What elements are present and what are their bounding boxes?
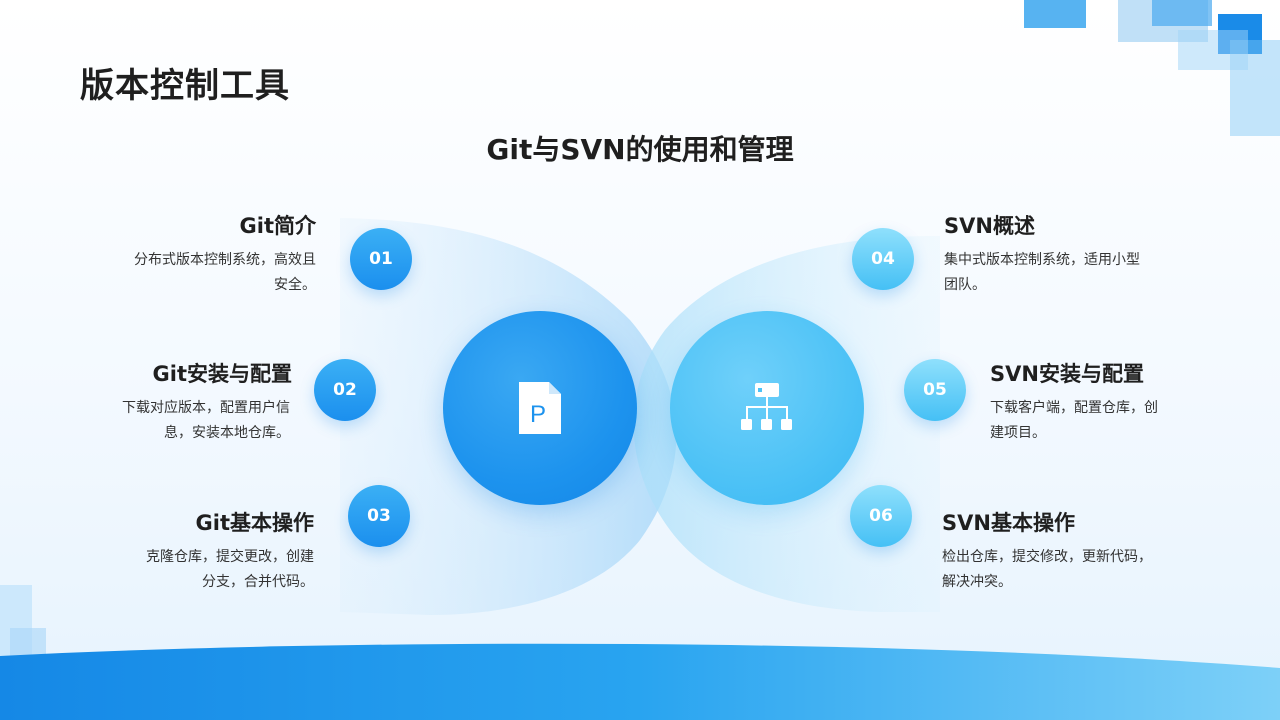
item-title: Git基本操作 — [195, 511, 314, 535]
page-title: 版本控制工具 — [80, 66, 290, 106]
step-number: 05 — [904, 359, 966, 421]
item-description: 下载客户端，配置仓库，创 建项目。 — [990, 400, 1158, 441]
svn-center-circle — [670, 311, 864, 505]
item-title: SVN安装与配置 — [990, 362, 1144, 386]
item-description: 集中式版本控制系统，适用小型 团队。 — [944, 252, 1140, 293]
document-p-icon: P — [519, 382, 561, 434]
step-number: 02 — [314, 359, 376, 421]
step-number: 03 — [348, 485, 410, 547]
item-description: 检出仓库，提交修改，更新代码， 解决冲突。 — [942, 549, 1152, 590]
step-number: 01 — [350, 228, 412, 290]
item-title: Git简介 — [239, 214, 316, 238]
item-title: Git安装与配置 — [152, 362, 292, 386]
item-title: SVN基本操作 — [942, 511, 1075, 535]
item-description: 克隆仓库，提交更改，创建 分支，合并代码。 — [146, 549, 314, 590]
item-description: 下载对应版本，配置用户信 息，安装本地仓库。 — [122, 400, 290, 441]
subtitle: Git与SVN的使用和管理 — [486, 133, 794, 166]
step-number: 06 — [850, 485, 912, 547]
bottom-wave — [0, 643, 1280, 720]
hierarchy-icon — [741, 383, 792, 430]
step-number: 04 — [852, 228, 914, 290]
svg-text:P: P — [530, 401, 546, 428]
item-description: 分布式版本控制系统，高效且 安全。 — [134, 252, 316, 293]
git-center-circle: P — [443, 311, 637, 505]
item-title: SVN概述 — [944, 214, 1035, 238]
